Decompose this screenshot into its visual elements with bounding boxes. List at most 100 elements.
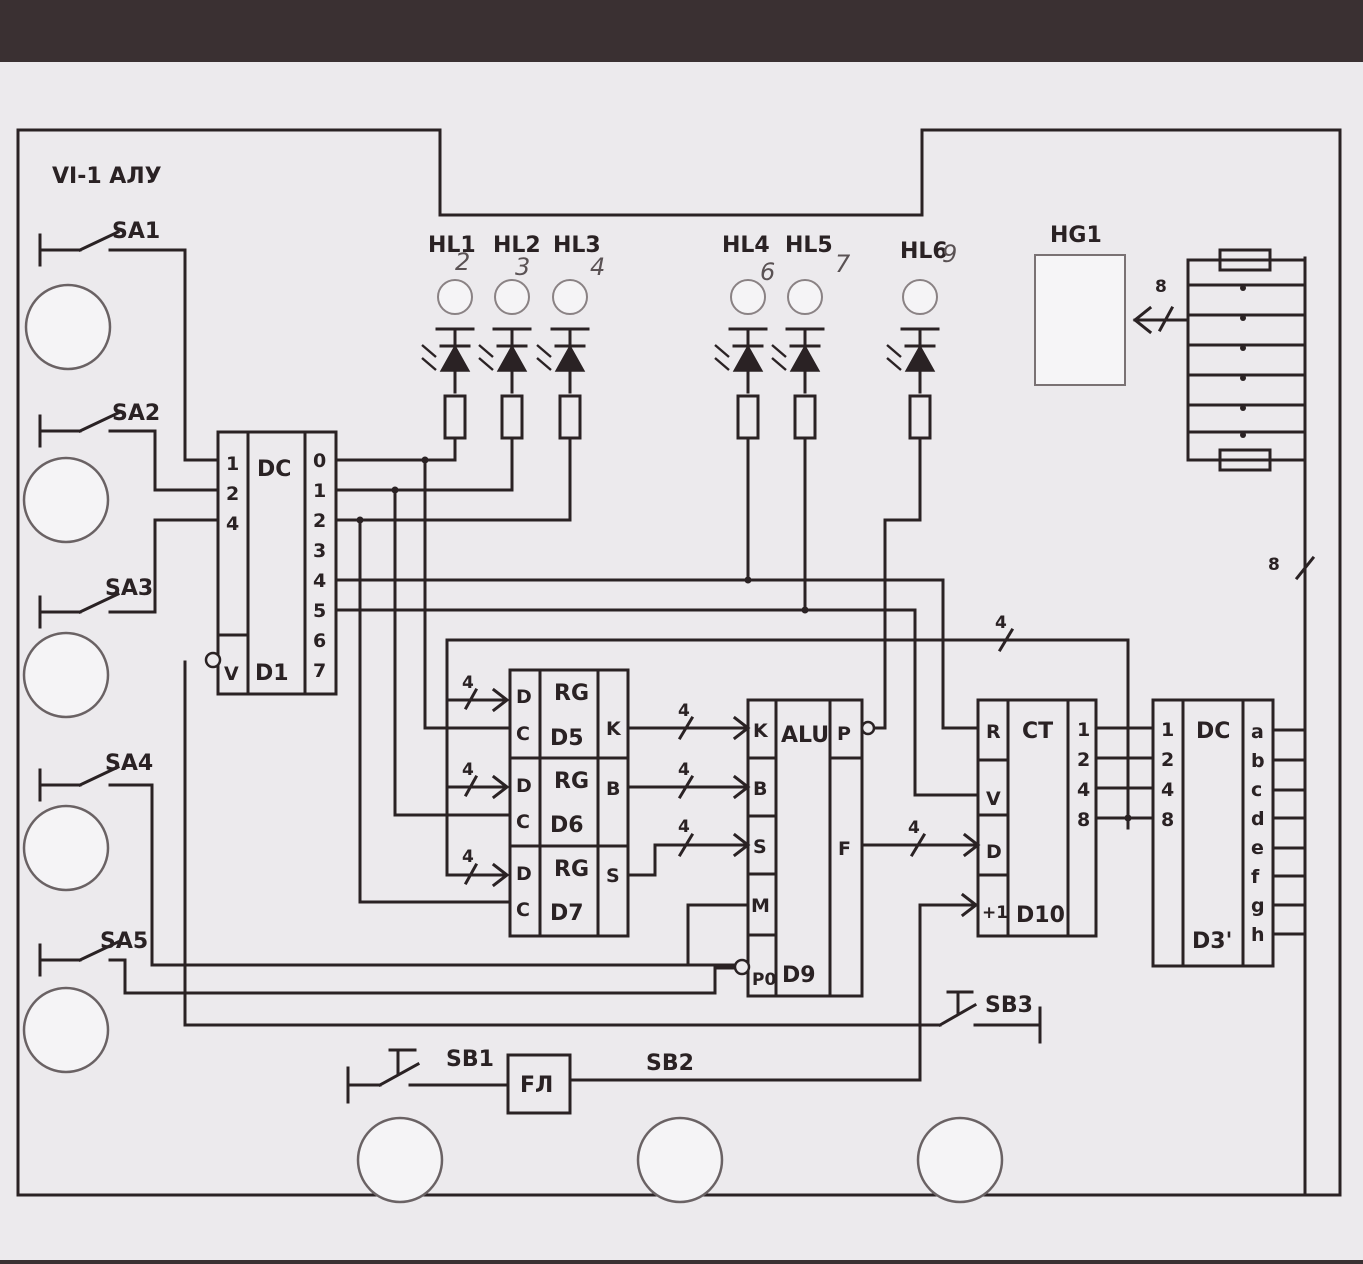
led-lamp xyxy=(552,279,588,315)
pin-label: 6 xyxy=(313,630,326,652)
indicator-window xyxy=(1034,254,1126,386)
chip-id: D5 xyxy=(550,726,584,751)
bus-width-label: 4 xyxy=(678,701,690,721)
led-note: 9 xyxy=(942,240,957,268)
button-knob-sb1[interactable] xyxy=(356,1116,444,1204)
chip-d9: ALU D9 K B S M P0 P F xyxy=(733,698,876,998)
switch-knob-sa3[interactable] xyxy=(22,631,110,719)
switch-knob-sa1[interactable] xyxy=(24,283,112,371)
pin-label: M xyxy=(751,895,770,917)
led-lamp xyxy=(787,279,823,315)
switch-sa1[interactable]: SA1 xyxy=(38,219,187,267)
segment-resistor-block: 8 xyxy=(1132,248,1307,472)
led-lamp xyxy=(730,279,766,315)
button-sb1[interactable]: SB1 xyxy=(346,1047,510,1104)
button-label: SB1 xyxy=(446,1047,494,1072)
led-label: HL4 xyxy=(722,233,770,258)
bus-width-label: 4 xyxy=(678,760,690,780)
pin-label: 1 xyxy=(226,453,239,475)
switch-sa5[interactable]: SA5 xyxy=(38,929,148,977)
switch-sa3[interactable]: SA3 xyxy=(38,576,157,629)
pin-label: h xyxy=(1251,924,1265,946)
button-sb3[interactable]: SB3 xyxy=(937,990,1042,1044)
pulse-former-label: FЛ xyxy=(520,1073,553,1098)
led-label: HL5 xyxy=(785,233,833,258)
pin-label: 7 xyxy=(313,660,326,682)
chip-type: RG xyxy=(554,857,589,882)
pin-label: 4 xyxy=(1077,779,1090,801)
button-knob-sb2[interactable] xyxy=(636,1116,724,1204)
led-lamp xyxy=(437,279,473,315)
pin-label: C xyxy=(516,811,530,833)
bus-width-label: 4 xyxy=(995,613,1007,633)
chip-id: D1 xyxy=(255,661,289,686)
led-hl4: HL4 6 xyxy=(714,233,775,440)
pin-label: P0 xyxy=(752,970,776,990)
pin-label: D xyxy=(516,863,532,885)
switch-label: SA1 xyxy=(112,219,160,244)
pin-label: 2 xyxy=(313,510,326,532)
bus-width-label: 4 xyxy=(908,818,920,838)
switch-label: SA3 xyxy=(105,576,153,601)
chip-id: D6 xyxy=(550,813,584,838)
led-hl3: HL3 4 xyxy=(536,233,605,440)
pin-label: V xyxy=(986,788,1001,810)
switch-sa4[interactable]: SA4 xyxy=(38,751,154,802)
led-lamp xyxy=(494,279,530,315)
bus-width-label: 8 xyxy=(1155,277,1167,297)
pin-label: a xyxy=(1251,721,1264,743)
button-sb2[interactable]: SB2 xyxy=(568,892,979,1082)
pin-label: g xyxy=(1251,895,1265,917)
pin-label: K xyxy=(606,718,622,740)
pin-label: d xyxy=(1251,808,1265,830)
pin-label: C xyxy=(516,899,530,921)
panel-title: VI-1 АЛУ xyxy=(52,164,162,189)
switch-knob-sa2[interactable] xyxy=(22,456,110,544)
register-block: D C RG D5 K D C RG D6 B D C RG D7 S xyxy=(508,668,630,938)
indicator-hg1: HG1 xyxy=(1034,223,1126,386)
pin-label: R xyxy=(986,721,1001,743)
pin-label: 2 xyxy=(226,483,239,505)
switch-knob-sa5[interactable] xyxy=(22,986,110,1074)
pin-label: S xyxy=(606,865,620,887)
pin-label: 4 xyxy=(313,570,326,592)
led-hl5: HL5 7 xyxy=(771,233,851,440)
button-label: SB2 xyxy=(646,1051,694,1076)
switch-knob-sa4[interactable] xyxy=(22,804,110,892)
pin-label: 2 xyxy=(1077,749,1090,771)
pin-label: B xyxy=(753,778,767,800)
button-knob-sb3[interactable] xyxy=(916,1116,1004,1204)
pin-label: f xyxy=(1251,866,1260,888)
led-label: HL6 xyxy=(900,239,948,264)
indicator-label: HG1 xyxy=(1050,223,1102,248)
chip-type: DC xyxy=(1196,719,1230,744)
led-note: 6 xyxy=(760,258,775,286)
bus-width-label: 4 xyxy=(462,847,474,867)
pin-label: c xyxy=(1251,779,1262,801)
led-label: HL3 xyxy=(553,233,601,258)
chip-type: RG xyxy=(554,769,589,794)
pin-label: V xyxy=(224,663,239,685)
led-note: 3 xyxy=(515,253,530,281)
panel-outline xyxy=(16,128,1342,1197)
chip-type: DC xyxy=(257,457,291,482)
switch-sa2[interactable]: SA2 xyxy=(38,401,160,448)
pin-label: b xyxy=(1251,750,1265,772)
led-note: 7 xyxy=(835,250,851,278)
chip-type: CT xyxy=(1022,719,1053,744)
switch-label: SA4 xyxy=(105,751,153,776)
chip-type: RG xyxy=(554,681,589,706)
led-note: 2 xyxy=(455,248,470,276)
switch-label: SA2 xyxy=(112,401,160,426)
led-hl6: HL6 9 xyxy=(886,239,957,440)
paper xyxy=(0,62,1363,1260)
pin-label: 3 xyxy=(313,540,326,562)
led-label: HL1 xyxy=(428,233,476,258)
pin-label: C xyxy=(516,723,530,745)
bus-width-label: 4 xyxy=(462,760,474,780)
pin-label: +1 xyxy=(982,903,1008,923)
bus-width-label: 4 xyxy=(462,673,474,693)
pulse-former: FЛ xyxy=(506,1053,572,1115)
pin-label: 4 xyxy=(226,513,239,535)
